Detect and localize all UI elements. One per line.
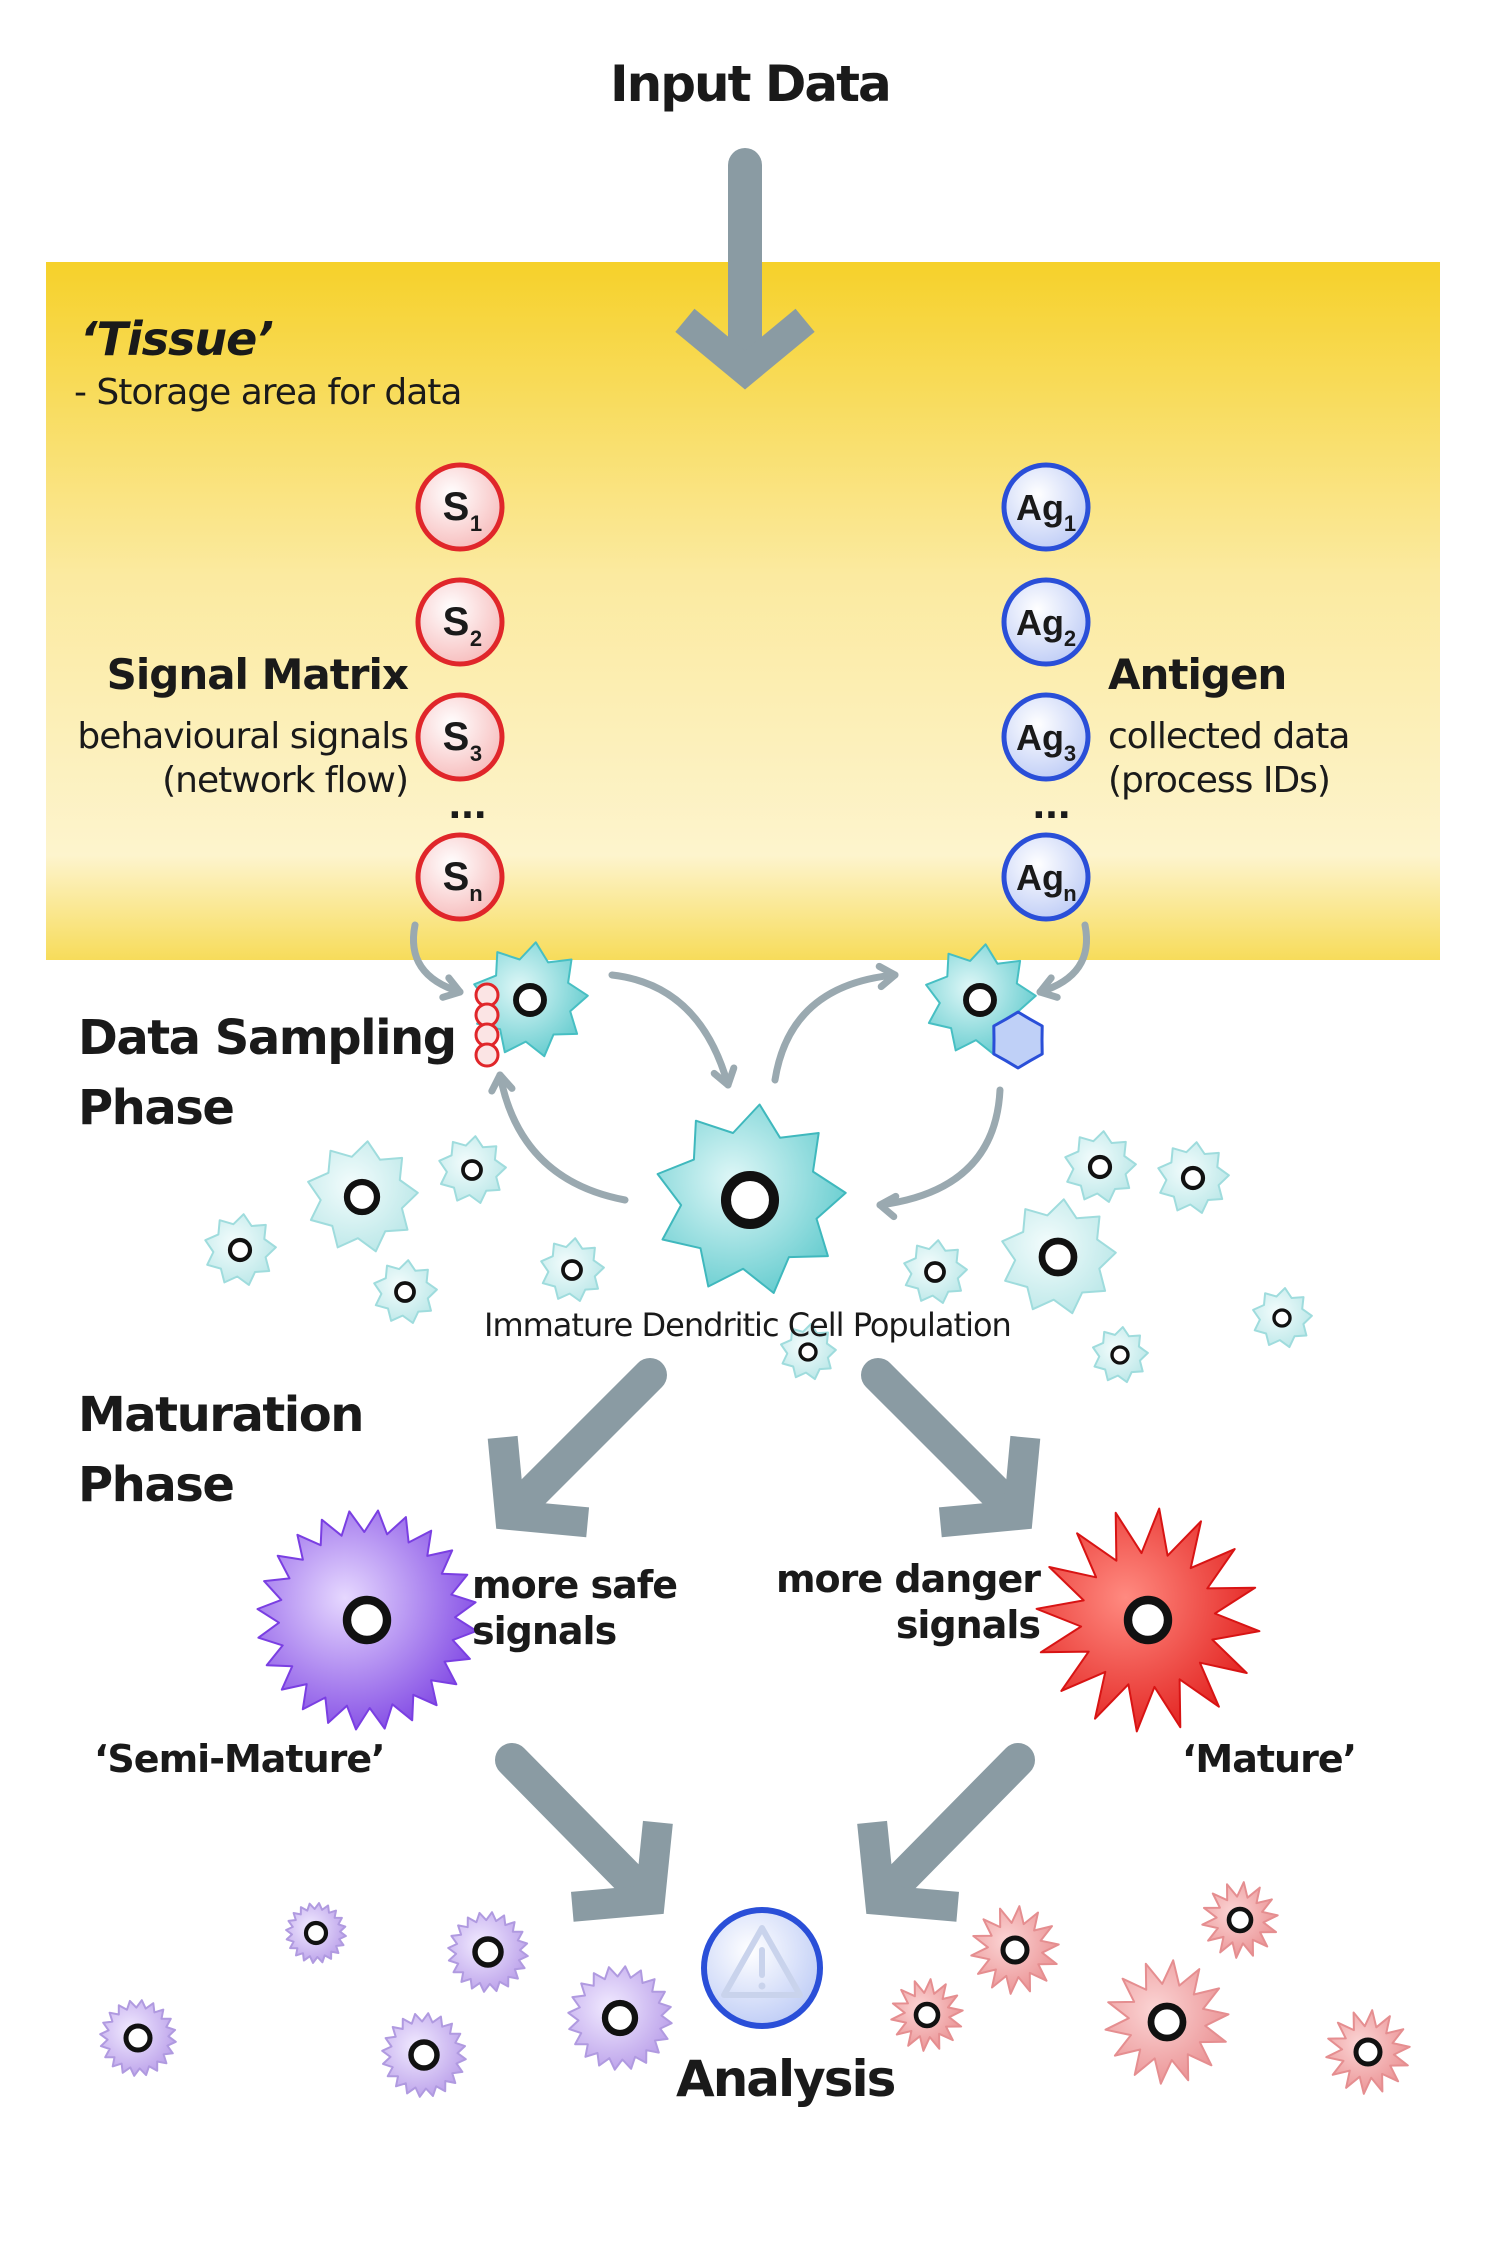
mature-arrow [861,1358,1041,1538]
semi-mature-cell-bg [381,2012,467,2098]
mature-cell-bg [890,1978,964,2052]
danger-signals-line2: signals [895,1603,1041,1647]
semi-mature-cell-bg [567,1965,673,2071]
analysis-warning-icon [701,1907,823,2029]
immature-cell-bg [1092,1326,1149,1384]
mature-cell-bg [1325,2009,1411,2095]
curve-antigen-in [1036,921,1090,1001]
curve-signal-in [410,921,464,1001]
curve-center-to-right [771,962,899,1084]
svg-text:2: 2 [1064,626,1076,651]
svg-text:S: S [443,715,470,759]
immature-cell-bg [373,1259,438,1324]
sampled-antigen [992,1010,1044,1070]
svg-text:S: S [443,600,470,644]
semi-mature-cell-bg [285,1902,347,1964]
semi-mature-label: ‘Semi-Mature’ [94,1737,386,1781]
mature-cell-bg [1201,1881,1279,1959]
svg-text:1: 1 [470,511,482,536]
cell-layer [99,941,1411,2098]
signal-matrix-line1: behavioural signals [77,716,409,757]
flow-arrows [487,148,1041,1922]
sampling-cell-left [473,941,589,1058]
svg-text:3: 3 [1064,741,1076,766]
immature-cell-bg [1064,1130,1137,1203]
antigen-title: Antigen [1108,650,1287,699]
immature-cell-bg [903,1239,968,1304]
mature-cell-bg [1104,1959,1230,2085]
svg-text:Ag: Ag [1016,717,1064,758]
antigen-line1: collected data [1108,716,1350,757]
immature-cell-bg [204,1213,277,1286]
sampled-signal [474,1042,500,1068]
input-data-title: Input Data [610,55,892,113]
data-sampling-phase-line1: Data Sampling [78,1010,457,1066]
population-label: Immature Dendritic Cell Population [484,1306,1012,1344]
safe-signals-line2: signals [472,1609,617,1653]
svg-text:n: n [469,881,482,906]
immature-cell-bg [1157,1141,1230,1214]
mature-cell [1035,1507,1261,1733]
semi-mature-cell-bg [99,1999,177,2077]
immature-cell-bg [307,1140,419,1253]
maturation-phase-line2: Phase [78,1457,235,1513]
immature-cell-bg [780,1323,837,1381]
input-arrow [675,148,815,390]
data-sampling-phase-line2: Phase [78,1080,235,1136]
mature-to-analysis-arrow [857,1743,1035,1922]
semi-mature-cell-bg [447,1911,529,1993]
sampling-curves [410,921,1090,1221]
immature-cell-bg [1252,1287,1313,1349]
maturation-phase-line1: Maturation [78,1387,364,1443]
signal-matrix-line2: (network flow) [162,760,409,801]
svg-text:Ag: Ag [1016,487,1064,528]
analysis-label: Analysis [676,2050,896,2108]
curve-center-to-left [488,1071,629,1204]
immature-cell-main [656,1103,847,1294]
safe-signals-line1: more safe [472,1563,678,1607]
tissue-title: ‘Tissue’ [80,312,274,366]
semi-mature-cell [256,1509,478,1731]
mature-cell-bg [970,1905,1060,1995]
semi-mature-arrow [487,1358,667,1538]
signal-ellipsis: ... [448,786,487,827]
svg-text:S: S [443,485,470,529]
curve-right-to-center [876,1086,1004,1221]
immature-cell-bg [1001,1198,1117,1315]
svg-text:S: S [443,855,470,899]
curve-left-to-center [608,971,738,1089]
tissue-description: - Storage area for data [74,372,462,413]
svg-text:Ag: Ag [1016,857,1064,898]
signal-matrix-title: Signal Matrix [106,650,409,699]
immature-cell-bg [438,1135,507,1204]
danger-signals-line1: more danger [775,1557,1041,1601]
svg-text:3: 3 [470,741,482,766]
immature-cell-bg [540,1237,605,1302]
svg-text:1: 1 [1064,511,1076,536]
svg-text:n: n [1063,881,1076,906]
svg-text:Ag: Ag [1016,602,1064,643]
antigen-line2: (process IDs) [1108,760,1331,801]
svg-text:2: 2 [470,626,482,651]
semi-to-analysis-arrow [495,1743,673,1922]
antigen-ellipsis: ... [1032,786,1071,827]
mature-label: ‘Mature’ [1182,1737,1357,1781]
